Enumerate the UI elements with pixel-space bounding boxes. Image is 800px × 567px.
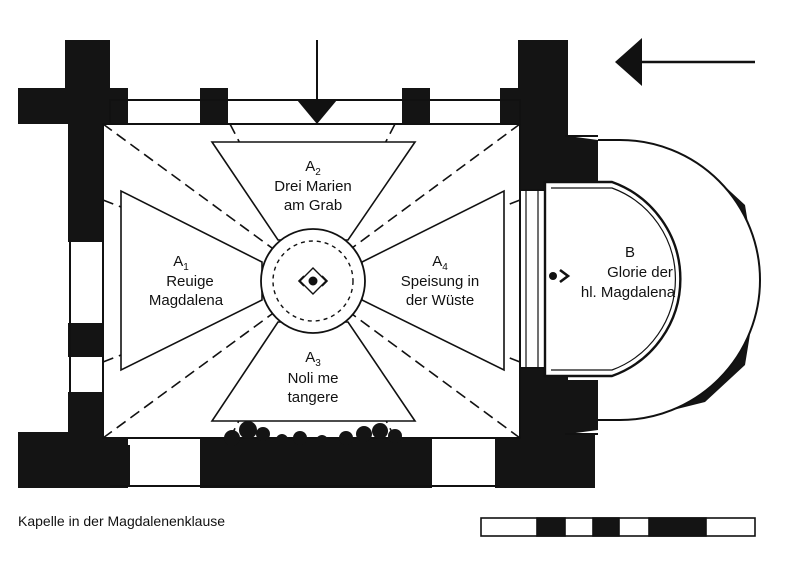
apse (519, 135, 761, 435)
apse-wall-root-bottom (568, 380, 598, 434)
arrow-left-icon (615, 38, 755, 86)
bottom-wall-right (495, 438, 505, 488)
field-b-title-2: hl. Magdalena (581, 284, 676, 301)
field-a4-label: A4 (432, 253, 448, 273)
rosette-left-mark (297, 275, 305, 287)
left-wall-mid (68, 323, 103, 357)
right-top-pier (500, 88, 568, 124)
scale-segment-2 (592, 517, 620, 537)
right-bottom-pier (500, 434, 595, 488)
apse-inner-line (551, 187, 676, 371)
left-top-pier (18, 88, 128, 124)
bottom-wall-left (125, 445, 130, 487)
apse-opening (519, 189, 546, 369)
field-a1-label: A1 (173, 253, 189, 273)
rib-top-left (102, 123, 273, 249)
rib-bottom-right (351, 313, 521, 439)
field-a3-label: A3 (305, 349, 321, 369)
top-entrance-marker (297, 40, 337, 124)
apse-inner-outline (543, 180, 682, 378)
apse-wall-root-top (568, 136, 598, 190)
central-rosette (260, 228, 366, 334)
top-pier-2 (402, 88, 430, 124)
apse-threshold (525, 190, 539, 368)
figure-caption: Kapelle in der Magdalenenklause (18, 513, 226, 529)
field-a4-title-1: Speisung in (401, 273, 479, 290)
apse-outer-block (565, 135, 598, 435)
scale-segment-1 (536, 517, 566, 537)
chevron-right-icon (559, 268, 571, 284)
field-a1-shape (120, 189, 263, 372)
field-a2-title-2: am Grab (284, 197, 342, 214)
rosette-right-mark (321, 275, 329, 287)
field-a4-title-2: der Wüste (406, 292, 474, 309)
field-b-label: B (625, 244, 635, 261)
rosette-dashed-ring (272, 240, 354, 322)
rib-bottom-left (102, 313, 273, 439)
rosette-center-dot (308, 276, 318, 286)
apse-marker (549, 268, 571, 284)
field-a2-label: A2 (305, 158, 321, 178)
scale-bar (480, 517, 756, 537)
scale-segment-3 (648, 517, 707, 537)
field-a3-title-1: Noli me (288, 370, 339, 387)
fresco-fields (120, 141, 505, 422)
wall-structure (18, 40, 752, 488)
right-wall-upper (520, 124, 568, 190)
left-wall-lower (68, 392, 103, 434)
field-a1-title-1: Reuige (166, 273, 214, 290)
left-bottom-pier (18, 432, 128, 488)
right-wall-lower (520, 368, 568, 434)
field-a1-title-2: Magdalena (149, 292, 224, 309)
top-pier-1 (200, 88, 228, 124)
field-a2-shape (210, 141, 417, 241)
field-a3-shape (210, 321, 417, 422)
field-a2-title-1: Drei Marien (274, 178, 352, 195)
bottom-vegetation (224, 421, 402, 447)
field-b-title-1: Glorie der (607, 264, 673, 281)
bottom-wall-center (200, 438, 432, 488)
left-wall-upper (68, 124, 103, 242)
rib-top-right (351, 123, 521, 249)
field-a3-title-2: tangere (288, 389, 339, 406)
